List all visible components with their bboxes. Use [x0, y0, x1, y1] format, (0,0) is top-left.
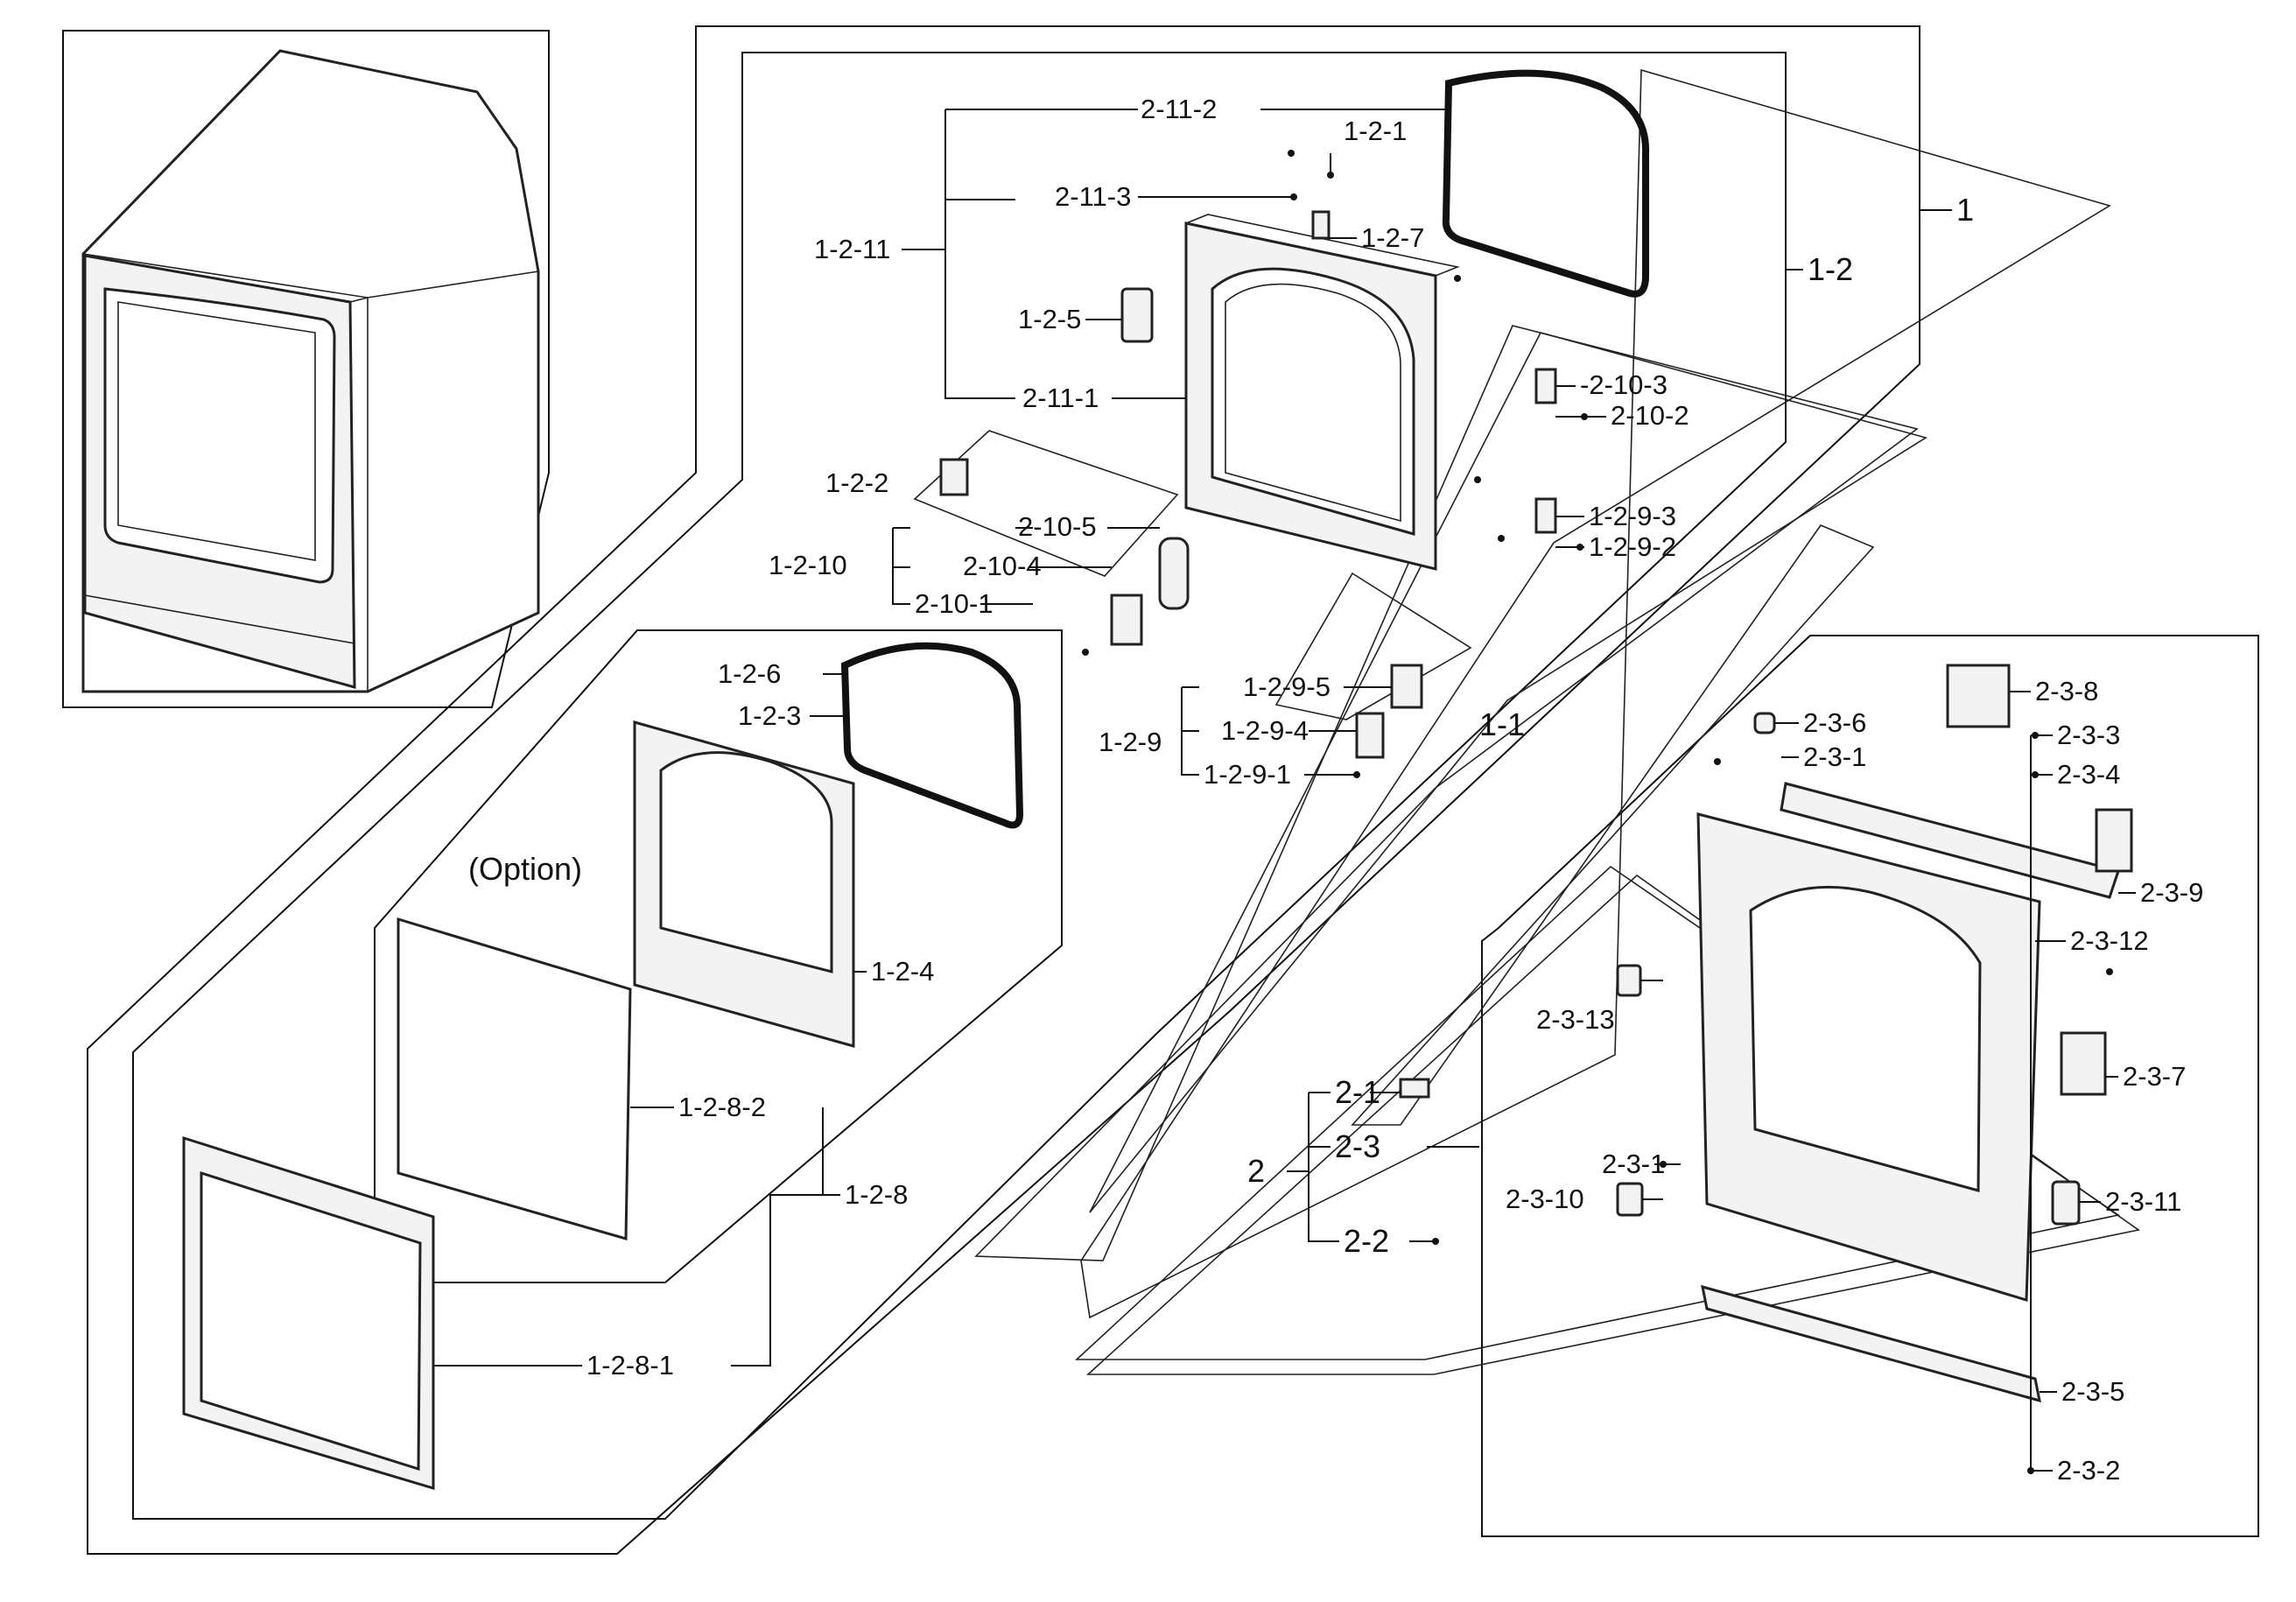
label-1-2-7: 1-2-7 [1361, 222, 1424, 253]
label-1-2: 1-2 [1808, 251, 1853, 287]
assembly-1-1-guide-b [1089, 332, 1927, 1213]
hinge-1-2-5 [1120, 287, 1154, 343]
label-2-11-1: 2-11-1 [1022, 383, 1099, 413]
label-2-2: 2-2 [1344, 1223, 1389, 1259]
label-2-3-1-top: 2-3-1 [1803, 741, 1866, 772]
hinge-1-2-2 [939, 458, 969, 496]
label-1-2-8-1: 1-2-8-1 [586, 1350, 674, 1381]
option-door-parts [182, 642, 1024, 1491]
label-1-2-3: 1-2-3 [738, 700, 801, 731]
cap-2-3-11 [2051, 1180, 2081, 1226]
hinge-2-3-8 [1946, 664, 2011, 728]
spring-2-10-5 [1158, 537, 1190, 610]
label-2-3-8: 2-3-8 [2035, 676, 2098, 706]
pad-2-3-13 [1616, 964, 1642, 997]
label-2-10-5: 2-10-5 [1018, 511, 1097, 542]
hinge-1-2-9-4 [1355, 712, 1385, 759]
label-1-2-9-3: 1-2-9-3 [1589, 501, 1676, 531]
label-2: 2 [1247, 1153, 1265, 1189]
cap-2-3-6 [1753, 712, 1776, 734]
assembly-1-box [87, 25, 1920, 1555]
door-gasket-2-11-2 [1442, 69, 1650, 298]
label-1-2-10: 1-2-10 [769, 550, 847, 580]
label-2-10-4: 2-10-4 [963, 551, 1042, 581]
label-2-3-2: 2-3-2 [2057, 1455, 2120, 1486]
label-2-1: 2-1 [1335, 1074, 1380, 1110]
latch-1-2-7 [1311, 210, 1331, 240]
label-1-2-5: 1-2-5 [1018, 304, 1081, 334]
assembly-2-3-box [1481, 635, 2259, 1537]
assembly-1-2-box [132, 52, 1787, 1520]
assembly-1-2-10-guide [913, 430, 1179, 577]
label-1: 1 [1956, 192, 1974, 228]
label-2-3-9: 2-3-9 [2140, 877, 2203, 908]
label-1-2-2: 1-2-2 [825, 467, 888, 498]
label-2-11-2: 2-11-2 [1141, 94, 1217, 124]
lower-door-assembly [1399, 664, 2133, 1403]
leader-lines [433, 109, 2136, 1472]
dryer-appliance-drawing [81, 49, 540, 693]
label-1-2-8-2: 1-2-8-2 [678, 1092, 766, 1122]
hinge-2-3-7 [2060, 1031, 2107, 1096]
label-1-2-4: 1-2-4 [871, 956, 934, 987]
assembly-2-2-guide [1351, 524, 1875, 1126]
label-1-2-9-4: 1-2-9-4 [1221, 715, 1309, 746]
label-1-2-8: 1-2-8 [845, 1179, 908, 1210]
assembly-1-2-9-guide [1274, 572, 1472, 720]
gasket-guide [1080, 68, 2111, 1319]
hinge-2-3-9-side [2095, 808, 2133, 873]
label-1-2-9-2: 1-2-9-2 [1589, 531, 1676, 562]
label-1-2-9-5: 1-2-9-5 [1243, 671, 1331, 702]
label-2-3-11: 2-3-11 [2105, 1186, 2181, 1217]
label-1-1: 1-1 [1479, 706, 1525, 742]
label-1-2-9: 1-2-9 [1099, 727, 1162, 757]
option-gasket-1-2-6 [840, 642, 1024, 829]
hinge-1-2-9-5 [1390, 664, 1423, 709]
label-2-10-3: -2-10-3 [1580, 369, 1668, 400]
hinge-2-10-4 [1110, 594, 1143, 646]
label-2-3: 2-3 [1335, 1128, 1380, 1164]
label-1-2-6: 1-2-6 [718, 658, 781, 689]
label-2-3-13: 2-3-13 [1536, 1004, 1615, 1035]
fastener-dots [1082, 150, 2113, 1474]
label-2-3-10: 2-3-10 [1506, 1184, 1584, 1214]
label-option: (Option) [468, 851, 582, 887]
hinge-parts-upper [939, 210, 1557, 759]
bracket-2-1 [1399, 1078, 1430, 1099]
callout-labels: (Option) 2-11-2 1-2-1 2-11-3 1-2-7 1-2-1… [468, 94, 2203, 1486]
assembly-1-1-guide-a [974, 325, 1919, 1261]
label-2-3-5: 2-3-5 [2061, 1376, 2124, 1407]
label-1-2-11: 1-2-11 [814, 234, 890, 264]
label-1-2-1: 1-2-1 [1344, 116, 1407, 146]
label-2-3-12: 2-3-12 [2070, 925, 2149, 956]
option-subassembly-box [374, 629, 1063, 1283]
inner-door-frame [1184, 214, 1460, 571]
label-2-3-7: 2-3-7 [2123, 1061, 2186, 1092]
bracket-2-3-9 [1780, 782, 2120, 899]
hinge-2-10-3 [1534, 368, 1557, 404]
hinge-1-2-9-3 [1534, 497, 1557, 534]
label-1-2-9-1: 1-2-9-1 [1204, 759, 1291, 790]
label-2-3-6: 2-3-6 [1803, 707, 1866, 738]
label-2-3-4: 2-3-4 [2057, 759, 2120, 790]
pad-2-3-10 [1616, 1182, 1644, 1217]
label-2-10-1: 2-10-1 [915, 588, 994, 619]
label-2-3-3: 2-3-3 [2057, 720, 2120, 750]
bottom-trim-2-3-5 [1701, 1284, 2041, 1403]
label-2-11-3: 2-11-3 [1055, 181, 1131, 212]
label-2-10-2: 2-10-2 [1611, 400, 1689, 431]
label-2-3-1-bottom: 2-3-1 [1602, 1149, 1665, 1179]
option-panel-1-2-8-2 [397, 917, 632, 1240]
